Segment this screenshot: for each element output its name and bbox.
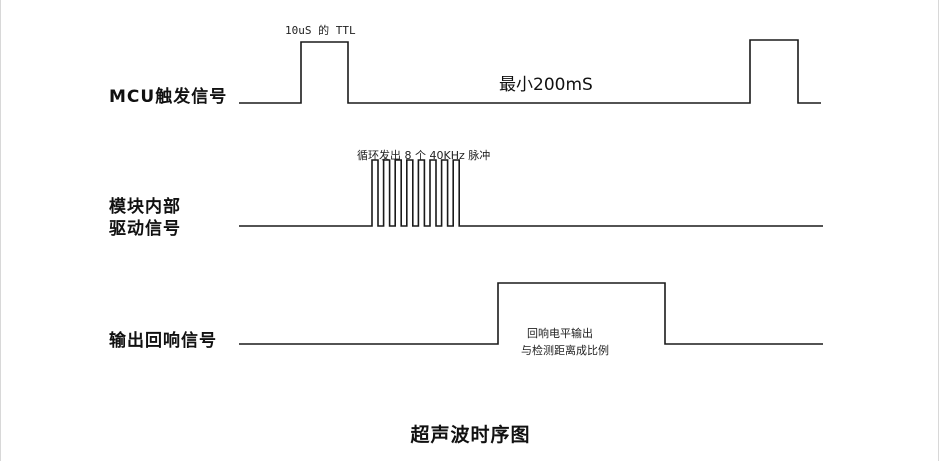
- echo-output-waveform: [239, 282, 823, 345]
- echo-level-annotation: 回响电平输出: [527, 327, 593, 340]
- ttl-pulse-annotation: 10uS 的 TTL: [285, 24, 356, 37]
- burst-pulses-annotation: 循环发出 8 个 40KHz 脉冲: [357, 149, 491, 162]
- min-interval-annotation: 最小200mS: [499, 75, 593, 95]
- drive-signal-label: 模块内部 驱动信号: [109, 196, 181, 240]
- drive-burst-waveform: [239, 159, 823, 227]
- echo-distance-annotation: 与检测距离成比例: [521, 344, 609, 357]
- drive-signal-label-line2: 驱动信号: [109, 219, 181, 239]
- mcu-trigger-waveform: [239, 39, 821, 104]
- diagram-title: 超声波时序图: [410, 424, 531, 446]
- echo-output-label: 输出回响信号: [109, 331, 217, 351]
- drive-signal-label-line1: 模块内部: [109, 197, 181, 217]
- mcu-trigger-label: MCU触发信号: [109, 87, 228, 107]
